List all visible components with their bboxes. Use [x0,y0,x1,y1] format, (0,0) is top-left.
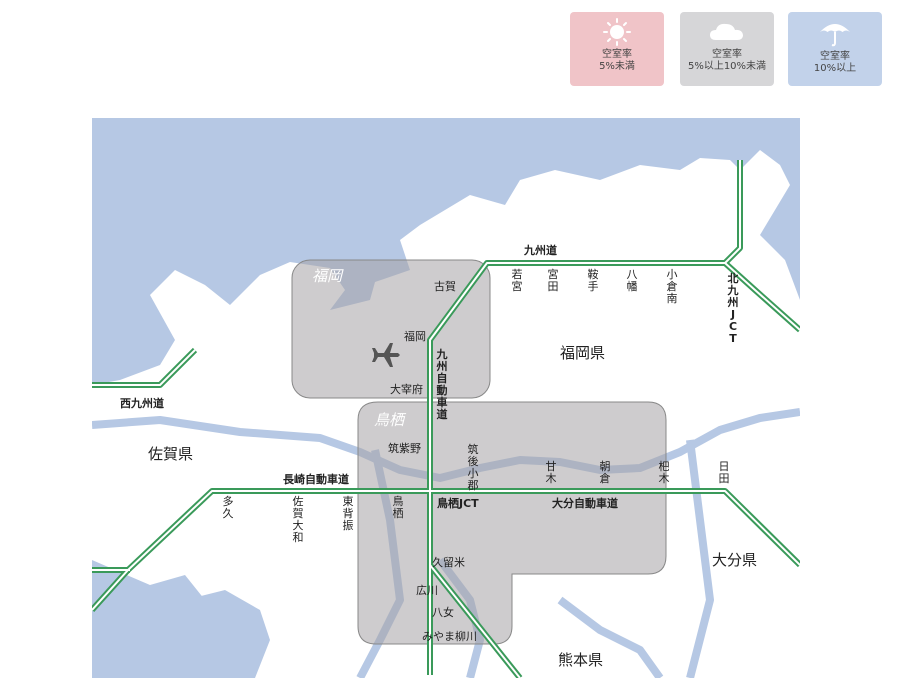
ic-saga-yamato: 佐賀大和 [293,494,304,544]
ic-taku: 多久 [223,494,234,520]
area-fukuoka[interactable] [291,259,491,399]
ic-kurume: 久留米 [432,556,465,569]
ic-miyama: みやま柳川 [422,629,477,643]
road-nishikyushu: 西九州道 [120,396,164,410]
sun-icon [603,18,631,46]
ic-yahata: 八幡 [627,268,638,293]
road-nagasaki: 長崎自動車道 [283,472,349,486]
sea-bay [185,590,270,678]
area-tosu[interactable] [357,401,667,645]
legend-label-line2: 10%以上 [813,63,857,74]
ic-haki: 杷木 [659,459,670,485]
road-oita: 大分自動車道 [552,496,618,510]
legend-vacancy-mid: 空室率 5%以上10%未満 [680,12,774,86]
area-label-fukuoka: 福岡 [312,267,344,285]
ic-kokuraminami: 小倉南 [667,268,678,305]
ic-yame: 八女 [432,605,454,619]
legend-label-line2: 5%未満 [599,61,635,72]
legend-vacancy-low: 空室率 5%未満 [570,12,664,86]
road-kyushu-vertical: 九州自動車道 [436,347,448,421]
area-label-tosu: 鳥栖 [374,411,407,429]
legend-label-line1: 空室率 [820,51,850,62]
ic-fukuoka: 福岡 [404,329,426,343]
umbrella-icon [820,24,850,47]
ic-chikushino: 筑紫野 [388,441,421,455]
airplane-icon [372,343,400,367]
prefecture-kumamoto: 熊本県 [558,651,603,669]
legend-label-line1: 空室率 [712,49,742,60]
ic-kurate: 鞍手 [588,267,599,293]
ic-hirokawa: 広川 [416,584,438,597]
expressways [92,160,800,678]
ic-wakamiya: 若宮 [512,268,523,293]
prefecture-saga: 佐賀県 [148,445,193,463]
legend-vacancy-high: 空室率 10%以上 [788,12,882,86]
ic-amagi: 甘木 [546,460,557,485]
cloud-icon [710,23,743,40]
ic-higashisefuri: 東背振 [343,495,354,532]
ic-miyata: 宮田 [548,267,559,293]
legend-label-line1: 空室率 [602,49,632,60]
ic-hita: 日田 [719,460,730,485]
prefecture-fukuoka: 福岡県 [560,344,605,362]
legend-label-line2: 5%以上10%未満 [687,61,767,72]
prefecture-oita: 大分県 [712,551,757,569]
ic-tosu: 鳥栖 [393,494,404,520]
ic-asakura: 朝倉 [600,460,611,485]
road-kyushu-top: 九州道 [523,243,557,257]
ic-chikugo-ogori: 筑後小郡 [468,442,479,492]
ic-koga: 古賀 [434,280,456,293]
ic-dazaifu: 大宰府 [390,382,423,396]
jct-tosu: 鳥栖JCT [437,496,479,510]
